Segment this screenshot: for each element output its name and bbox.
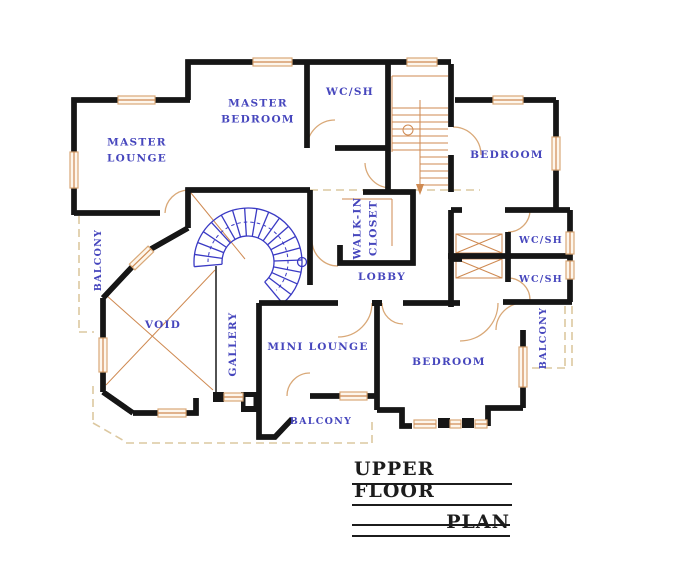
drawing-title-line2: PLAN: [352, 511, 510, 537]
balcony-dashed-outlines: [78, 189, 573, 444]
drawing-title: UPPER FLOOR PLAN: [352, 458, 512, 537]
wardrobe-boxes: [455, 233, 503, 279]
room-label-lobby: LOBBY: [357, 271, 407, 284]
spiral-staircase: [193, 207, 308, 304]
room-label-mini-lounge: MINI LOUNGE: [267, 341, 369, 354]
wall-posts: [213, 300, 474, 428]
room-label-wc-sh-top: WC/SH: [326, 86, 374, 99]
room-label-walk-in-closet: WALK-IN CLOSET: [351, 196, 379, 260]
windows: [69, 57, 575, 429]
room-label-wc-sh-right-upper: WC/SH: [518, 234, 564, 246]
straight-staircase: [391, 75, 448, 195]
room-label-bedroom-bottom: BEDROOM: [412, 356, 486, 369]
room-label-master-lounge: MASTER LOUNGE: [106, 136, 168, 164]
void-cross-lines: [105, 192, 246, 391]
room-label-master-bedroom: MASTER BEDROOM: [221, 97, 295, 125]
room-label-balcony-bottom: BALCONY: [289, 415, 353, 427]
room-label-wc-sh-right-lower: WC/SH: [518, 273, 564, 285]
closet-shelf-lines: [342, 198, 393, 246]
walls: [71, 59, 572, 440]
room-label-balcony-left: BALCONY: [92, 228, 104, 292]
room-label-balcony-right: BALCONY: [537, 306, 549, 370]
room-label-void: VOID: [144, 319, 182, 332]
room-label-bedroom-top-right: BEDROOM: [470, 149, 544, 162]
drawing-title-line1: UPPER FLOOR: [352, 458, 512, 506]
room-label-gallery: GALLERY: [227, 311, 240, 377]
